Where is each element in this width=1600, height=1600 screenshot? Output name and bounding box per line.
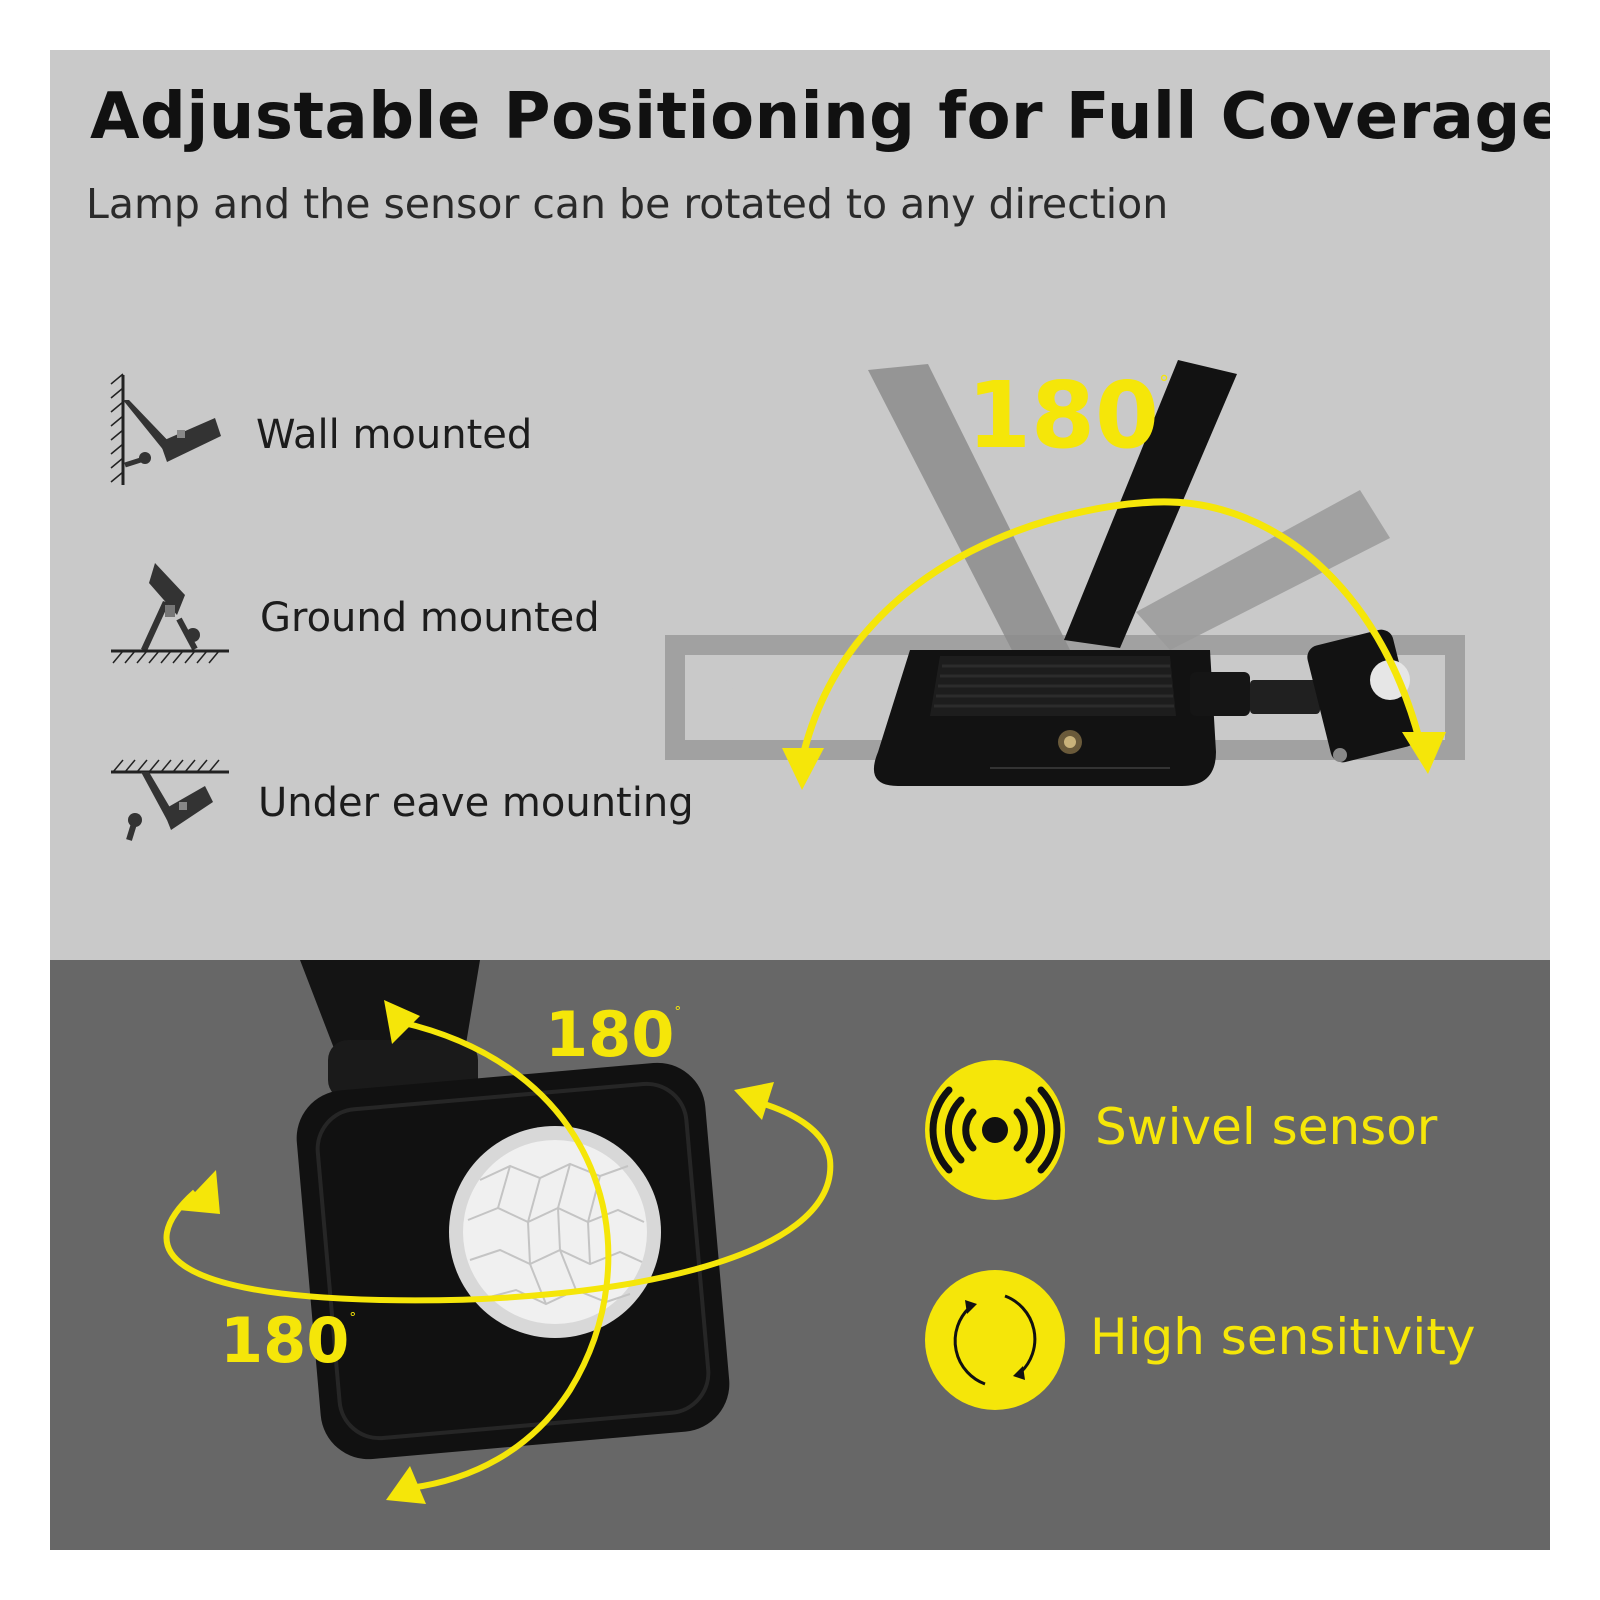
wall-mount-icon — [105, 370, 225, 490]
lamp-degree-unit: ° — [1159, 371, 1170, 396]
horizontal-degree-unit: ° — [349, 1310, 357, 1327]
eave-mounting-label: Under eave mounting — [258, 780, 694, 826]
vertical-degree-value: 180 — [545, 998, 675, 1071]
sensor-vertical-degrees: 180° — [545, 1004, 681, 1066]
lamp-degree-value: 180 — [967, 362, 1160, 469]
floodlight-rotation-illustration — [650, 350, 1480, 830]
high-sensitivity-label: High sensitivity — [1090, 1308, 1476, 1366]
sensor-horizontal-degrees: 180° — [220, 1310, 356, 1372]
wall-mounted-label: Wall mounted — [256, 412, 533, 458]
horizontal-degree-value: 180 — [220, 1304, 350, 1377]
eave-mount-icon — [105, 750, 235, 860]
page-title: Adjustable Positioning for Full Coverage — [90, 80, 1550, 154]
high-sensitivity-badge — [925, 1270, 1065, 1410]
ground-mounted-label: Ground mounted — [260, 595, 600, 641]
ground-mount-icon — [105, 555, 235, 675]
lamp-rotation-degrees: 180° — [967, 370, 1169, 462]
swivel-sensor-label: Swivel sensor — [1095, 1098, 1438, 1156]
swivel-sensor-badge — [925, 1060, 1065, 1200]
bottom-panel: 180° 180° Swivel sensor — [50, 960, 1550, 1550]
page-subtitle: Lamp and the sensor can be rotated to an… — [86, 180, 1169, 228]
pir-sensor-illustration — [50, 960, 930, 1550]
top-panel: Adjustable Positioning for Full Coverage… — [50, 50, 1550, 960]
signal-waves-icon — [929, 1086, 1061, 1174]
product-infographic: Adjustable Positioning for Full Coverage… — [50, 50, 1550, 1550]
vertical-degree-unit: ° — [674, 1004, 682, 1021]
rotate-arrows-icon — [953, 1294, 1037, 1386]
